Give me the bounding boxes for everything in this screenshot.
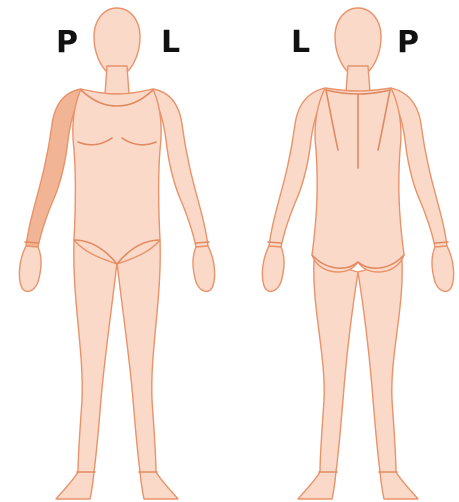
front-right-leg [117,240,178,499]
front-left-leg [56,240,117,499]
front-left-arm [26,89,81,247]
front-right-label: L [161,25,180,60]
front-right-hand [193,246,215,291]
back-head [335,8,381,73]
back-left-wrist-cuff [268,242,281,243]
front-left-hand [19,246,41,291]
back-left-hand [262,246,284,291]
front-right-arm [153,89,208,247]
back-left-leg [298,260,358,499]
front-head [94,8,140,73]
back-right-label: P [397,25,419,60]
back-view: L P [262,8,453,499]
back-right-hand [432,246,454,291]
back-right-wrist-cuff [435,242,448,243]
front-left-wrist-cuff [25,242,38,243]
back-neck [346,66,370,92]
front-right-wrist-cuff [196,242,209,243]
front-view: P L [19,8,214,499]
front-torso [73,89,161,264]
back-right-leg [358,260,418,499]
front-left-label: P [56,25,78,60]
front-neck [105,66,129,94]
back-left-label: L [291,25,310,60]
